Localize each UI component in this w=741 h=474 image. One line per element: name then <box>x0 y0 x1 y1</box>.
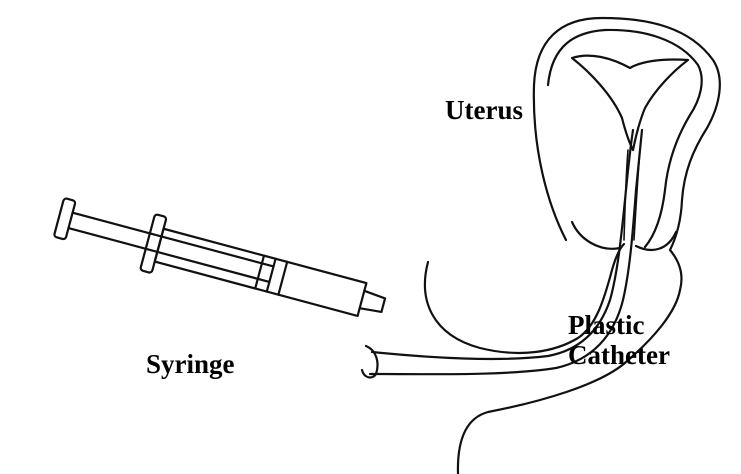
cervix-right-lip <box>636 232 676 250</box>
catheter-label: Plastic Catheter <box>568 310 670 370</box>
syringe-label: Syringe <box>146 349 235 379</box>
uterus-drawing <box>425 18 720 474</box>
catheter-label-line2: Catheter <box>568 340 670 370</box>
cervix-left-lip <box>572 222 620 249</box>
catheter-label-line1: Plastic <box>568 310 670 340</box>
uterine-cavity <box>572 56 688 150</box>
syringe-plunger-rod <box>68 213 273 282</box>
uterus-label: Uterus <box>445 95 523 125</box>
syringe-thumb-rest <box>54 198 76 240</box>
syringe-drawing <box>51 190 391 333</box>
catheter-connector <box>362 346 378 377</box>
uterus-outer-wall <box>458 18 720 474</box>
